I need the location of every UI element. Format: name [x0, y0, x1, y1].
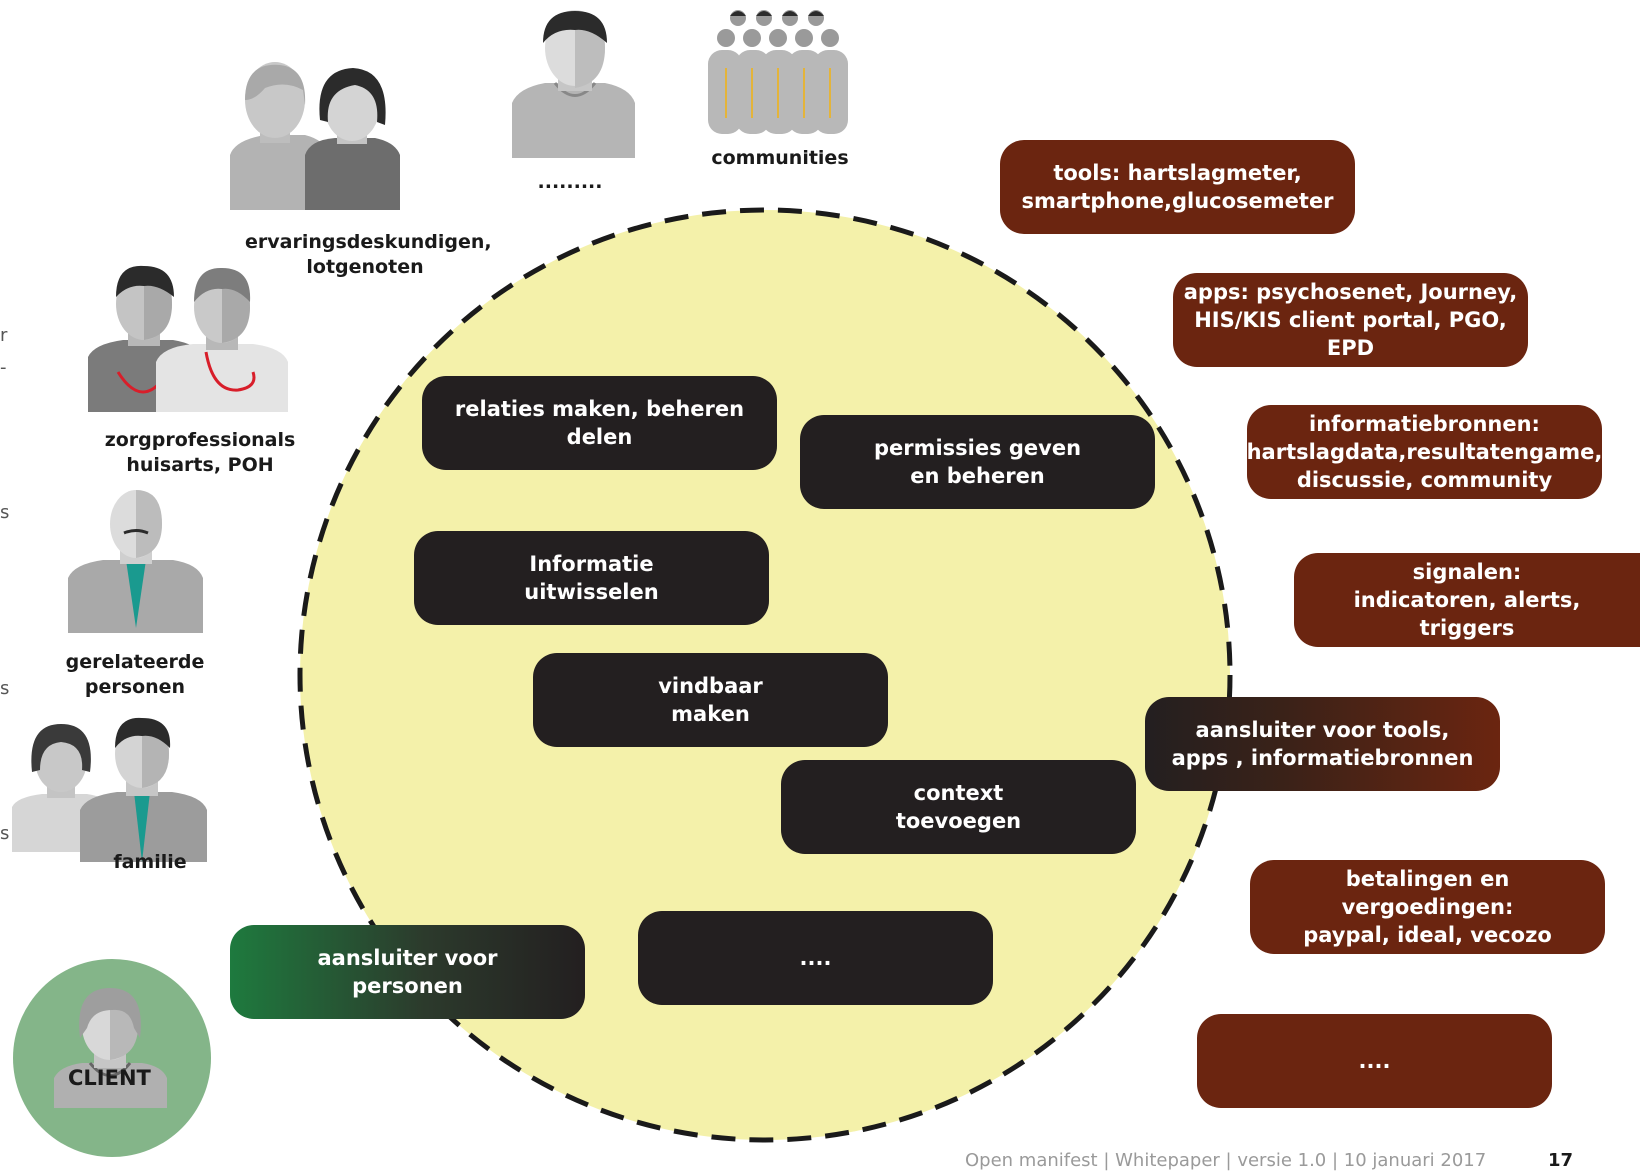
person-icon: [512, 10, 635, 158]
zorgprofessionals-icon: [88, 265, 288, 412]
more-people-label: .........: [537, 171, 603, 193]
client-icon: [13, 959, 211, 1157]
aansluiter-personen-box: aansluiter voor personen: [230, 925, 585, 1019]
betalingen-box: betalingen en vergoedingen: paypal, idea…: [1250, 860, 1605, 954]
zorgprofessionals-label: zorgprofessionals huisarts, POH: [104, 429, 296, 476]
context-toevoegen-box: context toevoegen: [781, 760, 1136, 854]
more-connectors-box: ....: [1197, 1014, 1552, 1108]
gerelateerde-personen-icon: [68, 490, 203, 633]
permissies-box: permissies geven en beheren: [800, 415, 1155, 509]
edge-fragment: s: [0, 678, 10, 699]
relaties-box: relaties maken, beheren delen: [422, 376, 777, 470]
edge-fragment: s: [0, 823, 10, 844]
communities-label: communities: [711, 147, 849, 169]
informatiebronnen-box: informatiebronnen: hartslagdata,resultat…: [1247, 405, 1602, 499]
aansluiter-tools-box: aansluiter voor tools, apps , informatie…: [1145, 697, 1500, 791]
gerelateerde-personen-label: gerelateerde personen: [65, 651, 205, 698]
edge-fragment: -: [0, 357, 7, 378]
edge-fragment: s: [0, 502, 10, 523]
vindbaar-maken-box: vindbaar maken: [533, 653, 888, 747]
edge-fragment: r: [0, 325, 8, 346]
signalen-box: signalen: indicatoren, alerts, triggers: [1294, 553, 1640, 647]
informatie-uitwisselen-box: Informatie uitwisselen: [414, 531, 769, 625]
ervaringsdeskundigen-icon: [230, 62, 400, 210]
ervaringsdeskundigen-label: ervaringsdeskundigen, lotgenoten: [245, 231, 492, 278]
tools-box: tools: hartslagmeter, smartphone,glucose…: [1000, 140, 1355, 234]
client-label: CLIENT: [68, 1066, 151, 1090]
page-number: 17: [1548, 1150, 1574, 1171]
familie-icon: [12, 717, 207, 862]
communities-icon: [708, 10, 848, 134]
footer-text: Open manifest | Whitepaper | versie 1.0 …: [965, 1150, 1487, 1171]
apps-box: apps: psychosenet, Journey, HIS/KIS clie…: [1173, 273, 1528, 367]
familie-label: familie: [113, 851, 187, 873]
more-functions-box: ....: [638, 911, 993, 1005]
